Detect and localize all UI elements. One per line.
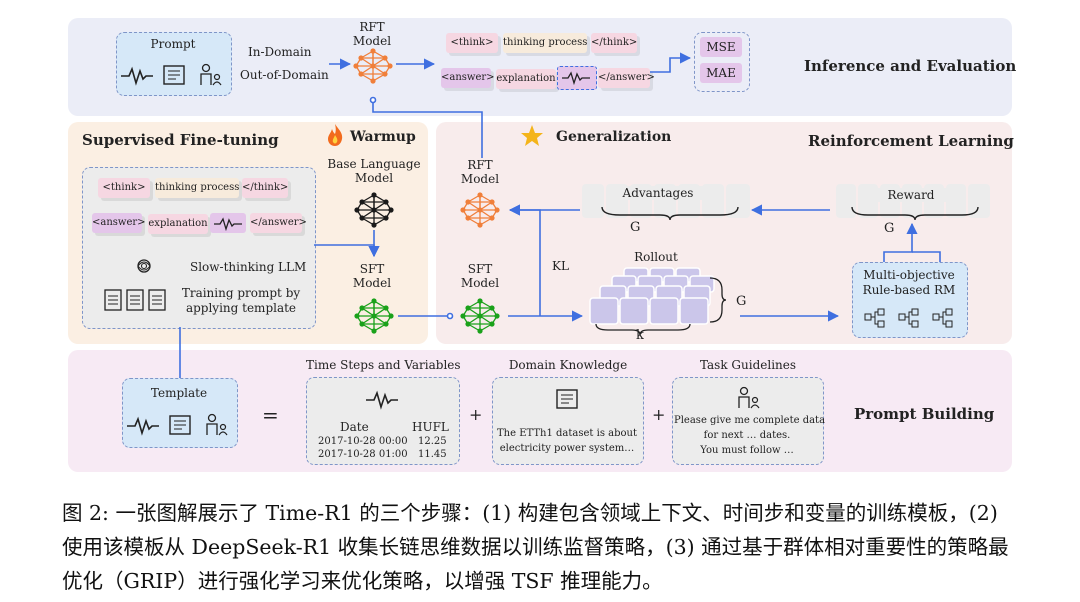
sft-answer-close-chip: </answer> xyxy=(250,213,307,233)
advantages-brace xyxy=(601,206,739,221)
g-label-rollout: G xyxy=(736,294,747,309)
rule-icon-3 xyxy=(932,308,953,328)
thinking-process-chip: thinking process xyxy=(503,33,587,53)
slow-thinking-llm-label: Slow-thinking LLM xyxy=(190,260,307,274)
fire-icon xyxy=(328,124,343,146)
template-label: Template xyxy=(150,386,208,400)
rl-title: Reinforcement Learning xyxy=(808,132,1014,150)
warmup-label: Warmup xyxy=(350,129,416,145)
row-2-date: 2017-10-28 01:00 xyxy=(318,449,408,460)
advantages-label: Advantages xyxy=(608,186,708,200)
sft-network-icon xyxy=(354,298,394,334)
sft-model-label: SFT Model xyxy=(352,262,392,290)
figure-caption: 图 2: 一张图解展示了 Time-R1 的三个步骤：(1) 构建包含领域上下文… xyxy=(62,501,1009,593)
explanation-chip: explanation xyxy=(496,69,556,89)
llm-logo-icon xyxy=(137,259,151,273)
training-prompt-label: Training prompt by applying template xyxy=(181,286,301,315)
reward-label: Reward xyxy=(866,188,956,202)
think-open-chip: <think> xyxy=(446,33,498,53)
dk-book-icon xyxy=(556,389,578,409)
sft-thinking-process-chip: thinking process xyxy=(155,178,239,198)
prompt-box xyxy=(116,32,232,96)
row-1-date: 2017-10-28 00:00 xyxy=(318,436,408,447)
sft-think-close-chip: </think> xyxy=(242,178,288,198)
tg-title: Task Guidelines xyxy=(699,358,797,372)
waveform-icon xyxy=(121,66,153,86)
sft-explanation-chip: explanation xyxy=(148,214,208,234)
prompt-building-title: Prompt Building xyxy=(854,405,995,423)
prompt-label: Prompt xyxy=(150,37,196,51)
rft-network-icon-top xyxy=(353,48,393,84)
book-icon xyxy=(163,65,185,85)
metrics-box xyxy=(694,32,750,92)
answer-waveform-icon xyxy=(562,71,590,85)
dk-box xyxy=(492,377,644,465)
star-icon xyxy=(521,125,543,146)
generalization-label: Generalization xyxy=(556,129,672,145)
sft-waveform-icon xyxy=(214,217,242,231)
ts-title: Time Steps and Variables xyxy=(306,358,461,372)
sft-title: Supervised Fine-tuning xyxy=(82,131,279,149)
in-domain-label: In-Domain xyxy=(248,45,312,59)
rl-sft-model-label: SFT Model xyxy=(460,262,500,290)
ts-box xyxy=(306,377,460,465)
mae-chip: MAE xyxy=(700,63,742,83)
g-label-reward: G xyxy=(884,221,895,236)
people-icon xyxy=(200,63,222,86)
document-icon-3 xyxy=(148,289,166,311)
dk-text: The ETTh1 dataset is about electricity p… xyxy=(497,428,637,454)
plus-sign-2: + xyxy=(652,405,666,424)
k-label: k xyxy=(636,328,644,343)
document-icon-2 xyxy=(126,289,144,311)
template-book-icon xyxy=(169,415,191,435)
row-1-value: 12.25 xyxy=(418,436,447,447)
rm-label: Multi-objective Rule-based RM xyxy=(862,268,956,297)
col-date: Date xyxy=(340,420,369,434)
g-label-advantages: G xyxy=(630,220,641,235)
tg-text: Please give me complete data for next … … xyxy=(674,415,826,456)
rl-sft-network-icon xyxy=(460,298,500,334)
mse-chip: MSE xyxy=(700,37,742,57)
rollout-grid xyxy=(589,267,727,325)
rule-icon-2 xyxy=(898,308,919,328)
out-of-domain-label: Out-of-Domain xyxy=(240,68,329,82)
answer-close-chip: </answer> xyxy=(598,68,655,88)
template-waveform-icon xyxy=(127,416,159,436)
rl-rft-model-label: RFT Model xyxy=(460,158,500,186)
base-network-icon xyxy=(354,192,394,228)
document-icon-1 xyxy=(104,289,122,311)
reward-brace xyxy=(851,206,979,221)
rollout-k-brace xyxy=(595,323,691,336)
think-close-chip: </think> xyxy=(591,33,637,53)
rule-icon-1 xyxy=(864,308,885,328)
col-hufl: HUFL xyxy=(412,420,449,434)
plus-sign-1: + xyxy=(469,405,483,424)
rft-model-top-label: RFT Model xyxy=(352,20,392,48)
sft-answer-open-chip: <answer> xyxy=(92,213,146,233)
equals-sign: = xyxy=(262,403,279,427)
rl-rft-network-icon xyxy=(460,192,500,228)
tg-people-icon xyxy=(738,386,760,409)
row-2-value: 11.45 xyxy=(418,449,447,460)
rm-box xyxy=(852,262,968,338)
ts-waveform-icon xyxy=(366,390,398,410)
answer-open-chip: <answer> xyxy=(441,68,495,88)
dk-title: Domain Knowledge xyxy=(508,358,628,372)
inference-title: Inference and Evaluation xyxy=(804,57,1017,75)
base-model-label: Base Language Model xyxy=(327,157,421,185)
sft-think-open-chip: <think> xyxy=(98,178,150,198)
kl-label: KL xyxy=(552,259,569,273)
template-people-icon xyxy=(206,413,228,436)
rollout-label: Rollout xyxy=(634,250,678,264)
template-box xyxy=(122,378,238,448)
